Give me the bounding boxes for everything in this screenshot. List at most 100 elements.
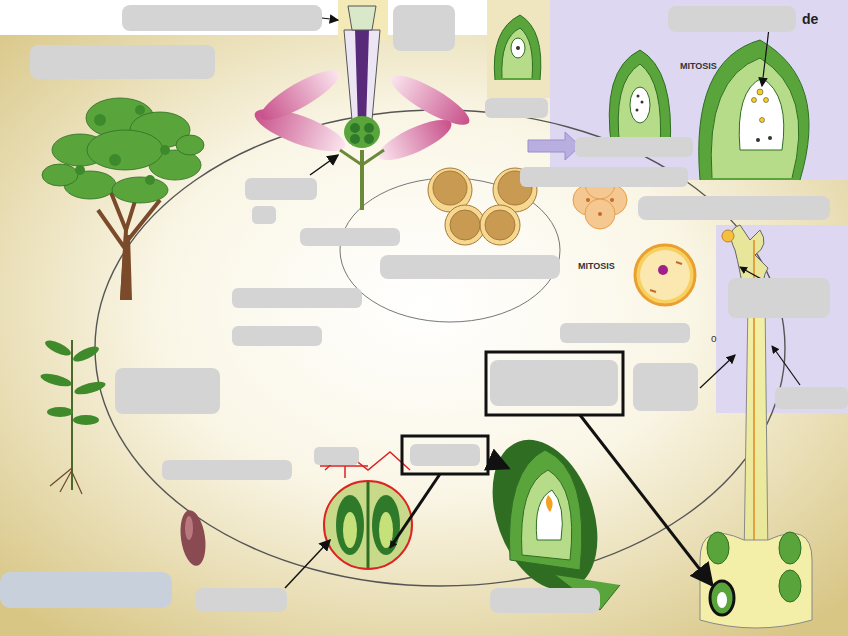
illustration-path bbox=[744, 300, 768, 560]
illustration-path bbox=[367, 482, 370, 568]
illustration-circle bbox=[752, 98, 757, 103]
illustration-ellipse bbox=[343, 512, 357, 548]
illustration-rect bbox=[490, 360, 618, 406]
illustration-path bbox=[509, 450, 581, 570]
illustration-rect bbox=[0, 572, 172, 608]
illustration-rect bbox=[232, 288, 362, 308]
illustration-path bbox=[494, 15, 541, 80]
illustration-ellipse bbox=[112, 177, 168, 203]
illustration-rect bbox=[633, 363, 698, 411]
illustration-path bbox=[502, 28, 533, 78]
illustration-rect bbox=[560, 323, 690, 343]
illustration-ellipse bbox=[779, 532, 801, 564]
illustration-circle bbox=[598, 212, 602, 216]
illustration-path bbox=[618, 64, 660, 148]
process-label: o bbox=[711, 333, 717, 344]
illustration-g bbox=[39, 338, 106, 494]
illustration-path bbox=[490, 460, 508, 468]
illustration-ellipse bbox=[717, 592, 727, 608]
illustration-ellipse bbox=[374, 112, 457, 168]
illustration-ellipse bbox=[779, 570, 801, 602]
illustration-circle bbox=[480, 205, 520, 245]
illustration-ellipse bbox=[177, 509, 209, 568]
illustration-rect bbox=[490, 588, 600, 613]
illustration-path bbox=[120, 235, 132, 300]
illustration-circle bbox=[160, 145, 170, 155]
illustration-rect bbox=[402, 436, 488, 474]
illustration-ellipse bbox=[87, 130, 163, 170]
illustration-circle bbox=[516, 46, 520, 50]
illustration-ellipse bbox=[336, 495, 364, 555]
illustration-rect bbox=[195, 588, 287, 612]
illustration-ellipse bbox=[473, 425, 617, 604]
illustration-rect bbox=[485, 98, 548, 118]
illustration-rect bbox=[638, 196, 830, 220]
illustration-rect bbox=[115, 368, 220, 414]
illustration-circle bbox=[658, 265, 668, 275]
illustration-path bbox=[536, 490, 562, 540]
illustration-circle bbox=[636, 109, 639, 112]
illustration-path bbox=[775, 350, 800, 385]
illustration-circle bbox=[635, 245, 695, 305]
illustration-path bbox=[580, 415, 712, 585]
illustration-circle bbox=[94, 114, 106, 126]
illustration-rect bbox=[245, 178, 317, 200]
process-label: MITOSIS bbox=[680, 62, 717, 72]
illustration-rect bbox=[550, 0, 848, 180]
illustration-ellipse bbox=[39, 371, 72, 389]
illustration-rect bbox=[393, 5, 455, 51]
illustration-circle bbox=[585, 199, 615, 229]
illustration-circle bbox=[364, 134, 374, 144]
illustration-path bbox=[320, 466, 368, 478]
illustration-g bbox=[494, 15, 809, 180]
illustration-circle bbox=[485, 210, 515, 240]
illustration-circle bbox=[445, 205, 485, 245]
illustration-path bbox=[546, 495, 553, 512]
illustration-circle bbox=[75, 165, 85, 175]
illustration-ellipse bbox=[95, 110, 785, 586]
illustration-ellipse bbox=[47, 407, 73, 417]
illustration-ellipse bbox=[379, 512, 393, 548]
illustration-circle bbox=[586, 198, 590, 202]
illustration-path bbox=[522, 470, 572, 560]
illustration-path bbox=[700, 355, 735, 388]
illustration-rect bbox=[252, 206, 276, 224]
illustration-rect bbox=[0, 35, 848, 636]
illustration-circle bbox=[768, 136, 772, 140]
illustration-path bbox=[609, 50, 670, 150]
illustration-path bbox=[360, 150, 364, 210]
illustration-circle bbox=[641, 101, 644, 104]
illustration-circle bbox=[350, 134, 360, 144]
illustration-circle bbox=[364, 123, 374, 133]
illustration-rect bbox=[486, 352, 623, 415]
illustration-ellipse bbox=[71, 344, 101, 365]
illustration-path bbox=[528, 132, 580, 160]
illustration-rect bbox=[575, 137, 693, 157]
illustration-circle bbox=[764, 98, 769, 103]
illustration-path bbox=[699, 40, 809, 180]
illustration-g bbox=[42, 98, 204, 300]
illustration-path bbox=[71, 340, 73, 490]
illustration-circle bbox=[760, 118, 765, 123]
illustration-path bbox=[392, 474, 440, 545]
illustration-ellipse bbox=[707, 532, 729, 564]
illustration-ellipse bbox=[372, 495, 400, 555]
illustration-rect bbox=[314, 447, 359, 465]
illustration-circle bbox=[324, 481, 412, 569]
illustration-ellipse bbox=[630, 87, 650, 123]
illustration-g bbox=[42, 98, 204, 203]
illustration-ellipse bbox=[255, 62, 345, 128]
illustration-ellipse bbox=[73, 415, 99, 425]
illustration-path bbox=[50, 468, 82, 494]
process-label: MITOSIS bbox=[578, 262, 615, 272]
illustration-path bbox=[740, 267, 745, 270]
illustration-path bbox=[355, 30, 369, 125]
illustration-circle bbox=[757, 89, 763, 95]
illustration-g bbox=[586, 182, 614, 216]
illustration-rect bbox=[232, 326, 322, 346]
illustration-ellipse bbox=[73, 379, 106, 397]
illustration-g bbox=[39, 338, 106, 425]
illustration-rect bbox=[728, 278, 830, 318]
